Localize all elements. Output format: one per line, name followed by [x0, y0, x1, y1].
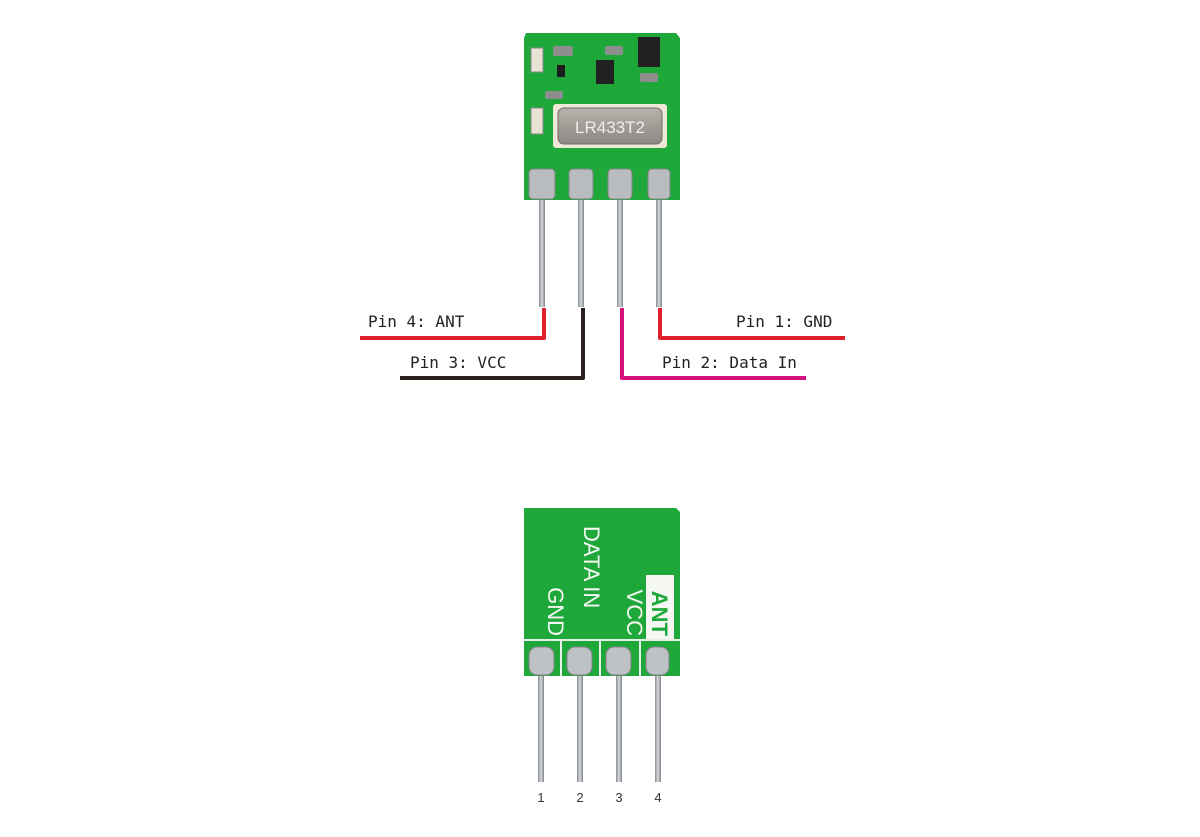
front-pads: [528, 168, 671, 200]
pin-number-2: 2: [576, 790, 583, 805]
wire-ant: [360, 308, 546, 340]
label-pin2: Pin 2: Data In: [662, 353, 797, 372]
pin-number-3: 3: [615, 790, 622, 805]
pin-wires: [360, 308, 845, 380]
back-pads: [528, 646, 670, 676]
label-pin4: Pin 4: ANT: [368, 312, 465, 331]
module-front: LR433T2: [524, 33, 680, 307]
module-back: GND DATA IN VCC ANT: [524, 508, 680, 782]
label-pin3: Pin 3: VCC: [410, 353, 506, 372]
silk-data-in: DATA IN: [579, 526, 604, 608]
crystal-marking: LR433T2: [575, 118, 645, 137]
silk-ant: ANT: [647, 591, 672, 637]
wire-gnd: [658, 308, 845, 340]
wire-vcc: [400, 308, 585, 380]
back-pins: [538, 670, 661, 782]
label-pin1: Pin 1: GND: [736, 312, 832, 331]
pin-number-4: 4: [654, 790, 661, 805]
silkscreen-labels: GND DATA IN VCC ANT: [543, 526, 672, 637]
silk-vcc: VCC: [622, 590, 647, 637]
back-pad-dividers: [524, 639, 680, 676]
pin-numbers: 1 2 3 4: [537, 790, 661, 805]
pcb-back: [524, 508, 680, 676]
wire-data: [620, 308, 806, 380]
front-pins: [539, 195, 662, 307]
crystal-can: LR433T2: [553, 104, 667, 148]
smd-components: [530, 37, 660, 135]
pin-number-1: 1: [537, 790, 544, 805]
silk-gnd: GND: [543, 587, 568, 636]
